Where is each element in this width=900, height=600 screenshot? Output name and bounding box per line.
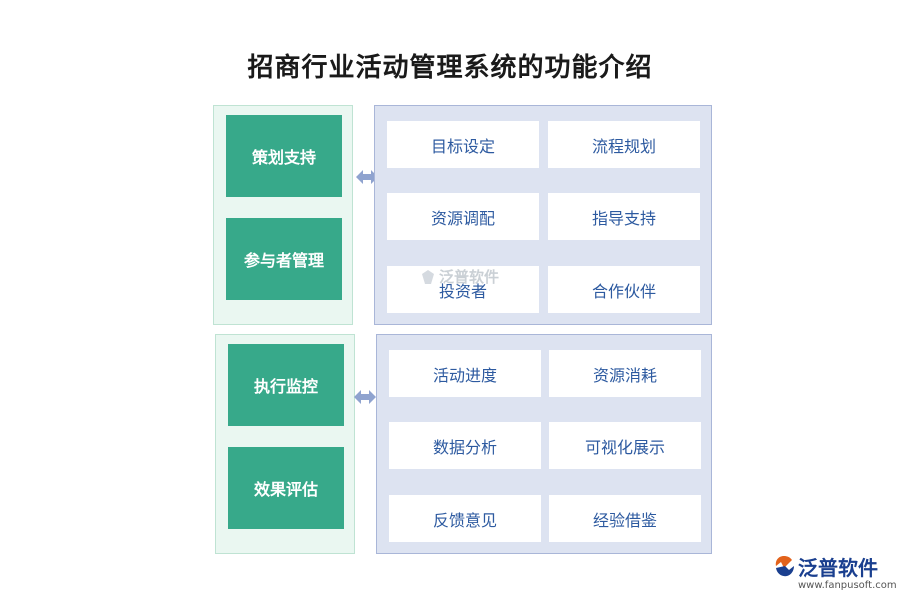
group-2-item-2: 资源消耗 xyxy=(549,350,701,397)
group-1-item-6: 合作伙伴 xyxy=(548,266,700,313)
group-2-item-6: 经验借鉴 xyxy=(549,495,701,542)
group-1-item-4: 指导支持 xyxy=(548,193,700,240)
brand-logo-icon xyxy=(775,556,794,577)
group-2-item-5: 反馈意见 xyxy=(389,495,541,542)
group-2-category-2: 效果评估 xyxy=(228,447,344,529)
diagram-title: 招商行业活动管理系统的功能介绍 xyxy=(247,53,653,83)
group-2-item-3: 数据分析 xyxy=(389,422,541,469)
double-arrow-icon xyxy=(356,170,378,184)
brand-name: 泛普软件 xyxy=(798,556,878,580)
group-2-item-4: 可视化展示 xyxy=(549,422,701,469)
group-1-item-3: 资源调配 xyxy=(387,193,539,240)
brand-logo: 泛普软件 www.fanpusoft.com xyxy=(772,552,897,596)
group-1-category-1: 策划支持 xyxy=(226,115,342,197)
group-1-item-5: 投资者 xyxy=(387,266,539,313)
brand-logo-icon xyxy=(422,269,434,284)
group-2-category-1: 执行监控 xyxy=(228,344,344,426)
brand-url: www.fanpusoft.com xyxy=(798,580,897,591)
double-arrow-icon xyxy=(354,390,376,404)
watermark-text: 泛普软件 xyxy=(439,268,500,286)
group-2-item-1: 活动进度 xyxy=(389,350,541,397)
watermark-logo: 泛普软件 xyxy=(420,266,499,287)
group-1-item-2: 流程规划 xyxy=(548,121,700,168)
group-1-category-2: 参与者管理 xyxy=(226,218,342,300)
group-1-item-1: 目标设定 xyxy=(387,121,539,168)
